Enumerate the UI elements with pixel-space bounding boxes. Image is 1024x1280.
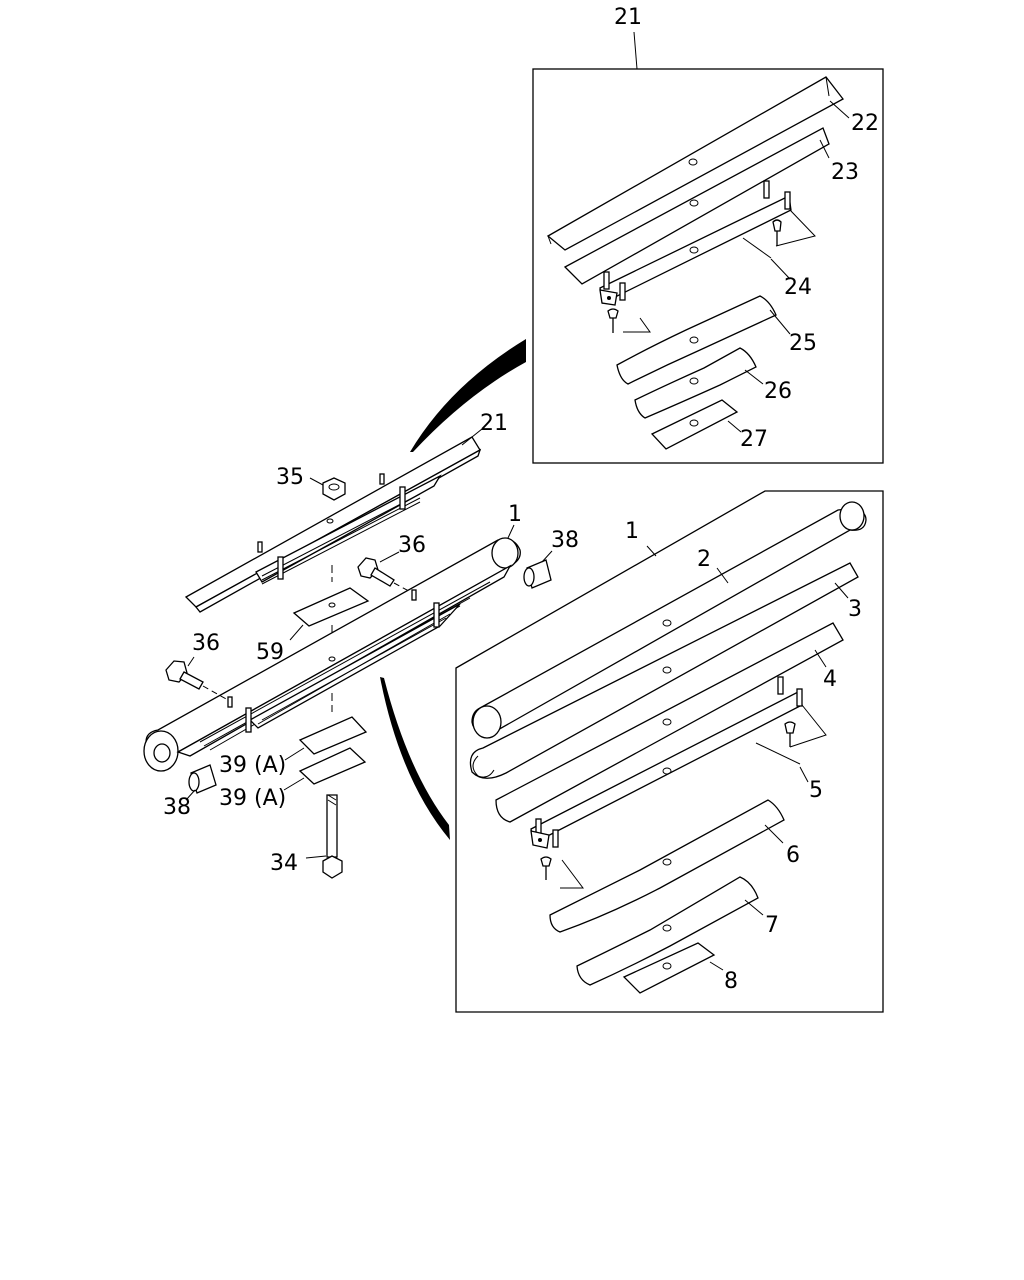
- plate-59: [289, 587, 370, 641]
- leaf-5: [530, 676, 827, 889]
- label-38-left: 38: [163, 795, 191, 820]
- leaf-23: [563, 127, 830, 285]
- main-spring-1: [143, 524, 521, 772]
- label-8: 8: [724, 969, 738, 994]
- label-26: 26: [764, 379, 792, 404]
- leaf-3: [469, 562, 859, 779]
- label-5: 5: [809, 778, 823, 803]
- label-25: 25: [789, 331, 817, 356]
- callout-curve-bottom: [380, 677, 450, 840]
- nut-35: [309, 477, 346, 501]
- label-39a-2: 39 (A): [219, 786, 286, 811]
- leaf-24: [599, 180, 816, 333]
- callout-curve-top: [410, 339, 526, 452]
- label-4: 4: [823, 667, 837, 692]
- spring-pack-21: [184, 428, 483, 613]
- label-7: 7: [765, 913, 779, 938]
- label-1-main: 1: [508, 502, 522, 527]
- leaf-7: [576, 876, 764, 986]
- detail-box-21: [532, 31, 884, 464]
- label-35: 35: [276, 465, 304, 490]
- label-6: 6: [786, 843, 800, 868]
- leaf-26: [634, 347, 757, 419]
- bolt-36-left: [165, 656, 229, 701]
- plate-39a-lower: [283, 747, 367, 791]
- leaf-8: [622, 942, 724, 994]
- label-36-top: 36: [398, 533, 426, 558]
- leaf-27: [650, 399, 739, 450]
- label-36-left: 36: [192, 631, 220, 656]
- label-21-top: 21: [614, 5, 642, 30]
- label-3: 3: [848, 597, 862, 622]
- label-38-right: 38: [551, 528, 579, 553]
- bolt-36-top: [357, 551, 419, 597]
- plate-39a-upper: [284, 693, 368, 761]
- label-24: 24: [784, 275, 812, 300]
- leaf-22: [546, 76, 844, 251]
- label-59: 59: [256, 640, 284, 665]
- label-23: 23: [831, 160, 859, 185]
- label-22: 22: [851, 111, 879, 136]
- label-27: 27: [740, 427, 768, 452]
- label-34: 34: [270, 851, 298, 876]
- leaf-6: [549, 799, 785, 933]
- bolt-34: [305, 794, 343, 879]
- label-21-main: 21: [480, 411, 508, 436]
- bushing-38-right: [523, 550, 553, 589]
- label-39a-1: 39 (A): [219, 753, 286, 778]
- leaf-25: [616, 295, 777, 385]
- label-1-box: 1: [625, 519, 639, 544]
- leaf-2: [471, 501, 867, 739]
- label-2: 2: [697, 547, 711, 572]
- detail-box-1: [455, 490, 884, 1013]
- leaf-4: [495, 622, 844, 823]
- bushing-38-left: [185, 764, 217, 801]
